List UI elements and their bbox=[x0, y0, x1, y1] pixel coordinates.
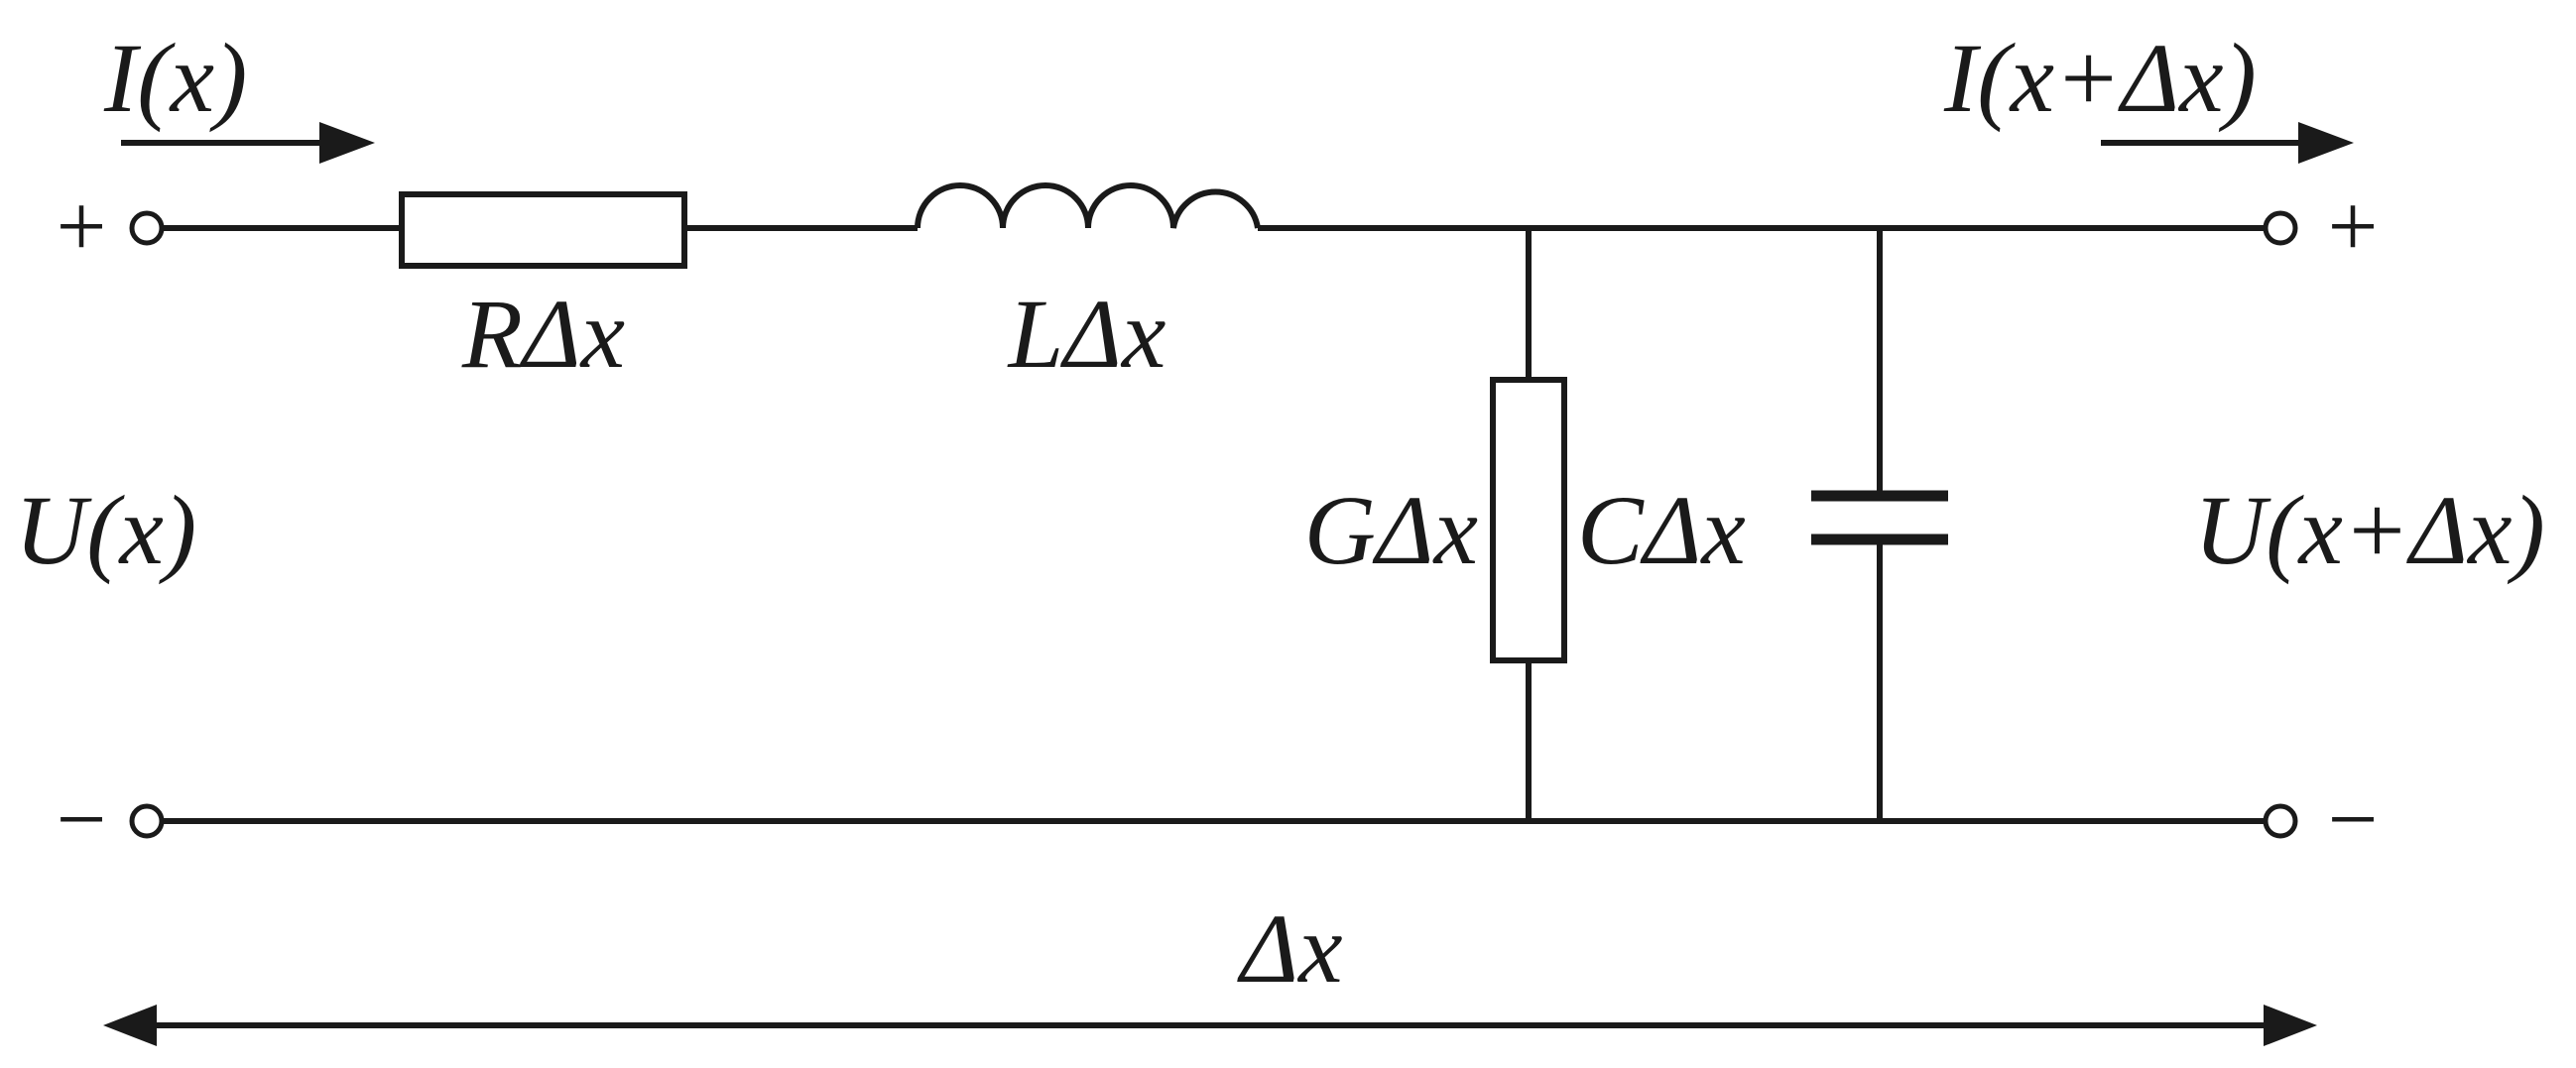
label-conductance: GΔx bbox=[1304, 475, 1478, 585]
terminal-top-right bbox=[2263, 210, 2298, 246]
label-current-in: I(x) bbox=[103, 23, 247, 133]
terminal-bottom-right bbox=[2263, 803, 2298, 839]
terminal-bottom-left bbox=[129, 803, 165, 839]
sign-top-left: + bbox=[57, 178, 107, 276]
sign-bottom-left: − bbox=[57, 771, 107, 869]
inductor-l bbox=[915, 182, 1261, 229]
current-out-arrowhead bbox=[2298, 122, 2354, 164]
label-resistor: RΔx bbox=[461, 279, 625, 389]
label-capacitor: CΔx bbox=[1577, 475, 1746, 585]
current-in-arrowhead bbox=[319, 122, 375, 164]
label-voltage-in: U(x) bbox=[15, 475, 196, 585]
label-current-out: I(x+Δx) bbox=[1943, 23, 2257, 133]
label-length: Δx bbox=[1236, 893, 1342, 1004]
label-voltage-out: U(x+Δx) bbox=[2194, 475, 2545, 585]
conductance-g bbox=[1490, 377, 1567, 663]
length-arrowhead-right bbox=[2264, 1005, 2317, 1046]
sign-top-right: + bbox=[2328, 178, 2379, 276]
length-arrowhead-left bbox=[103, 1005, 157, 1046]
resistor-r bbox=[399, 191, 687, 269]
label-inductor: LΔx bbox=[1007, 279, 1166, 389]
terminal-top-left bbox=[129, 210, 165, 246]
sign-bottom-right: − bbox=[2328, 771, 2379, 869]
